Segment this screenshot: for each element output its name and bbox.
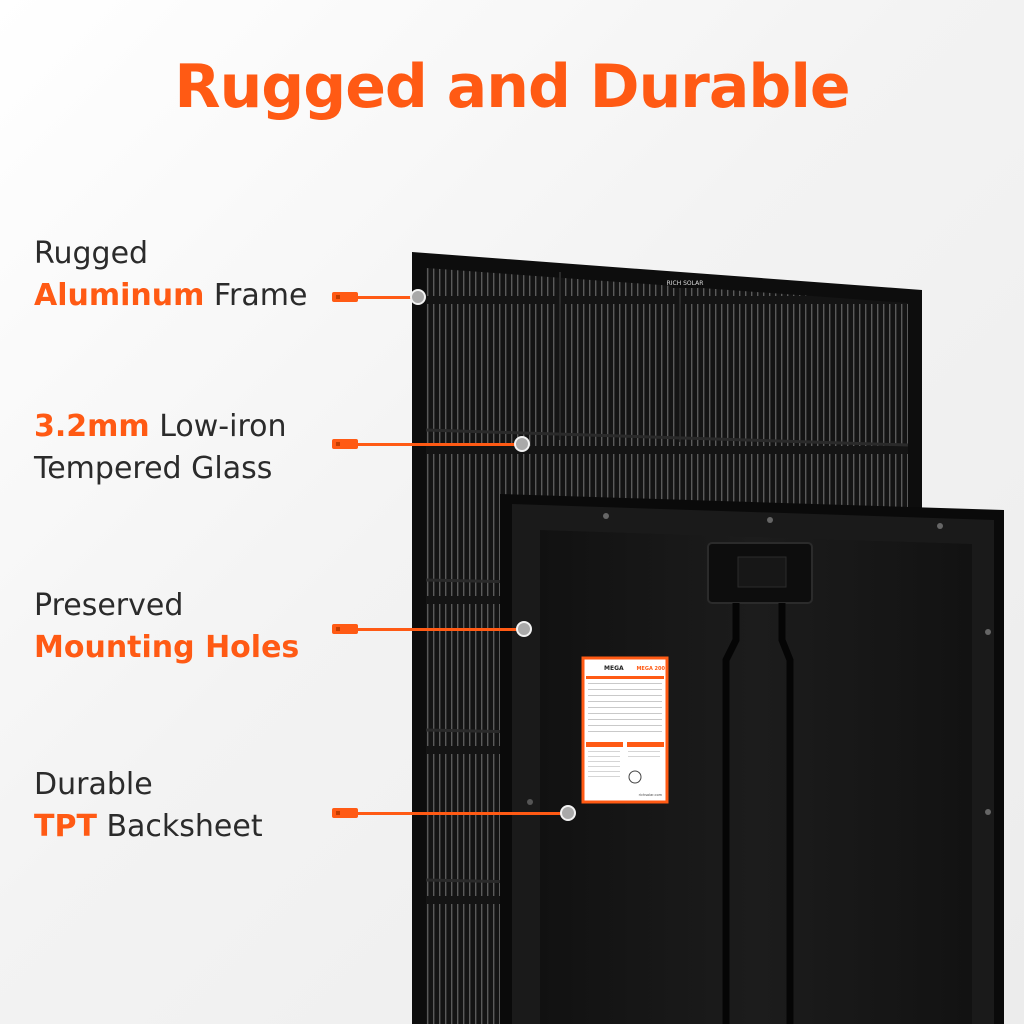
connector-line	[358, 443, 520, 446]
cable	[722, 603, 740, 1024]
cable	[778, 603, 794, 1024]
feature-line-1: 3.2mm Low-iron	[34, 406, 287, 448]
callout-dot-icon	[516, 621, 532, 637]
feature-highlight: 3.2mm	[34, 409, 150, 444]
connector-plug-icon	[332, 292, 358, 302]
feature-line-2: Aluminum Frame	[34, 275, 307, 317]
spec-label	[581, 656, 669, 804]
callout-connector-frame	[332, 289, 428, 305]
feature-highlight: TPT	[34, 809, 97, 844]
connector-plug-icon	[332, 808, 358, 818]
back-panel: MEGA MEGA 200 richsolar.com	[500, 494, 1004, 1024]
mounting-hole	[985, 629, 991, 635]
feature-tempered-glass: 3.2mm Low-iron Tempered Glass	[34, 406, 287, 490]
spec-label-warning	[586, 742, 623, 747]
feature-text: Durable	[34, 767, 153, 802]
feature-text: Frame	[204, 278, 308, 313]
callout-connector-holes	[332, 621, 542, 637]
spec-label-band	[586, 676, 664, 679]
callout-dot-icon	[514, 436, 530, 452]
spec-label-model: MEGA 200	[636, 666, 665, 672]
callout-connector-backsheet	[332, 805, 582, 821]
mounting-hole	[985, 809, 991, 815]
spec-label-brand: MEGA	[604, 665, 624, 672]
mounting-hole	[937, 523, 943, 529]
feature-line-2: Tempered Glass	[34, 448, 287, 490]
feature-line-2: TPT Backsheet	[34, 806, 263, 848]
feature-text: Tempered Glass	[34, 451, 273, 486]
feature-text: Backsheet	[96, 809, 263, 844]
feature-highlight: Aluminum	[34, 278, 205, 313]
junction-box-cover	[737, 556, 787, 588]
feature-aluminum-frame: Rugged Aluminum Frame	[34, 233, 307, 317]
certification-mark	[628, 770, 642, 784]
callout-dot-icon	[410, 289, 426, 305]
mounting-hole	[767, 517, 773, 523]
brand-logo-text: RICH SOLAR	[667, 280, 704, 287]
spec-label-caution	[627, 742, 664, 747]
feature-text: Preserved	[34, 588, 184, 623]
cell-row-divider	[425, 428, 909, 447]
feature-text: Low-iron	[149, 409, 287, 444]
feature-tpt-backsheet: Durable TPT Backsheet	[34, 764, 263, 848]
feature-text: Rugged	[34, 236, 149, 271]
connector-line	[358, 296, 416, 299]
mounting-hole	[603, 513, 609, 519]
spec-label-website: richsolar.com	[639, 793, 663, 797]
connector-line	[358, 628, 522, 631]
spec-label-rows	[588, 683, 662, 732]
spec-label-fineprint	[588, 751, 660, 777]
connector-line	[358, 812, 566, 815]
connector-plug-icon	[332, 624, 358, 634]
feature-line-2: Mounting Holes	[34, 627, 299, 669]
spec-label-header	[585, 660, 665, 674]
feature-line-1: Rugged	[34, 233, 307, 275]
brand-logo	[672, 276, 698, 288]
connector-plug-icon	[332, 439, 358, 449]
feature-highlight: Mounting Holes	[34, 630, 300, 665]
page-title: Rugged and Durable	[174, 52, 850, 122]
feature-mounting-holes: Preserved Mounting Holes	[34, 585, 299, 669]
callout-dot-icon	[560, 805, 576, 821]
back-panel-backsheet	[540, 530, 972, 1024]
feature-line-1: Durable	[34, 764, 263, 806]
feature-line-1: Preserved	[34, 585, 299, 627]
callout-connector-glass	[332, 436, 532, 452]
mounting-hole	[527, 799, 533, 805]
